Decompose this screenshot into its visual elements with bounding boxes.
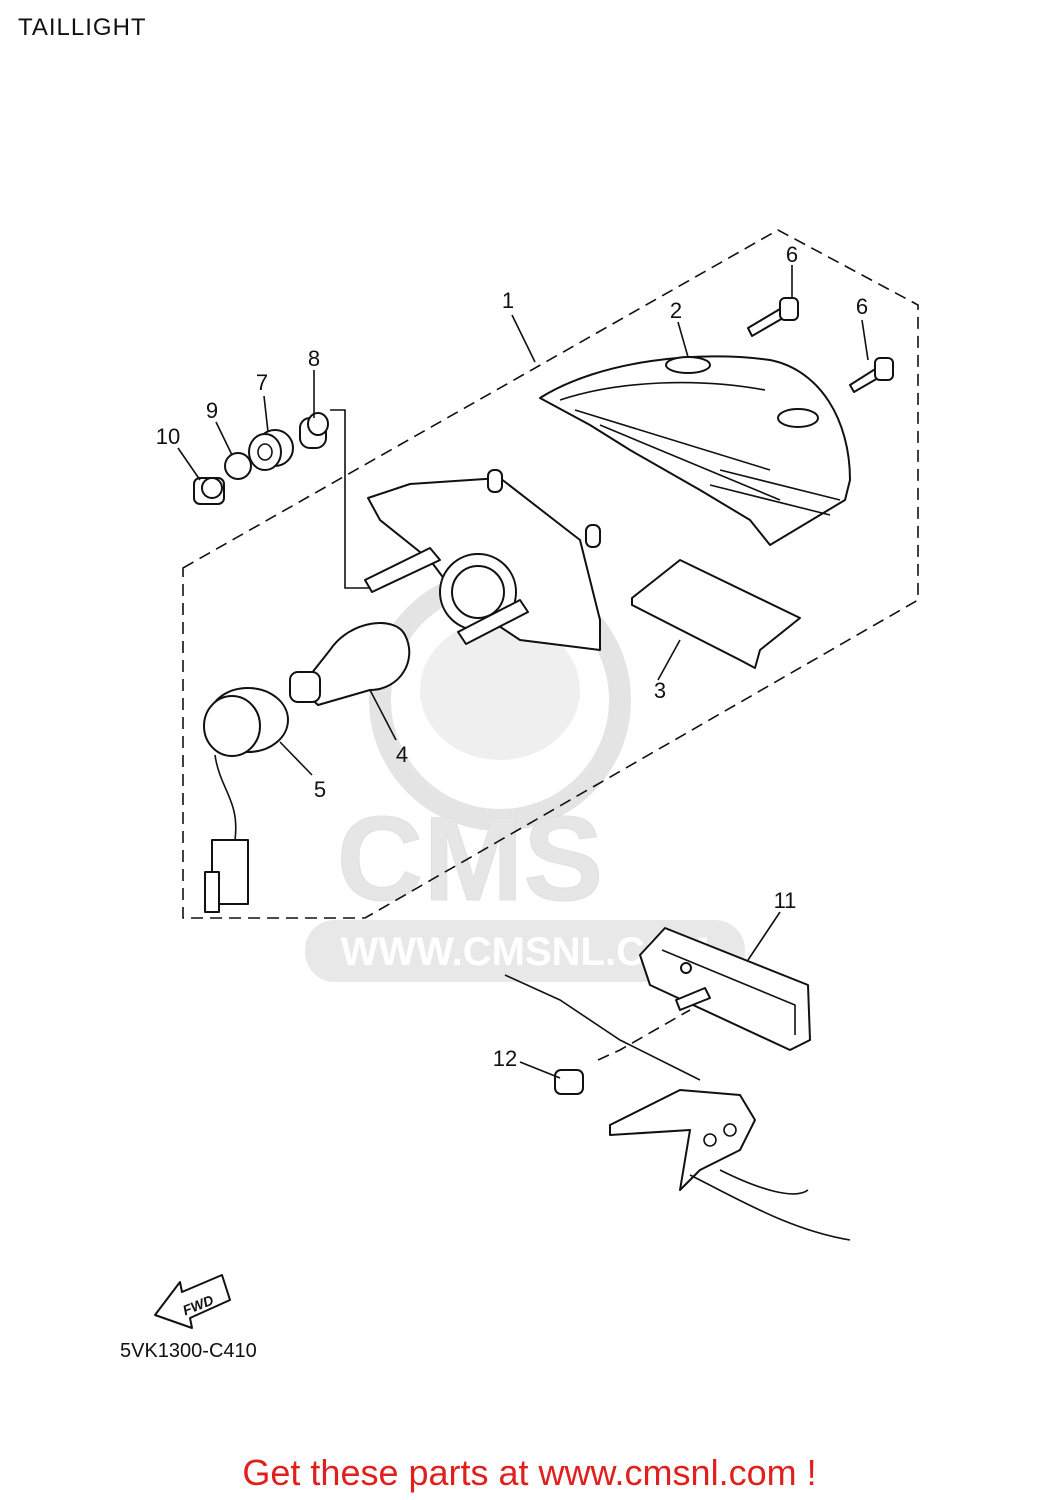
collar — [299, 412, 329, 449]
fwd-arrow-icon: FWD — [154, 1274, 231, 1329]
diagram-code: 5VK1300-C410 — [120, 1340, 257, 1362]
bulb — [289, 622, 411, 706]
callout-3: 3 — [654, 678, 666, 703]
license-nut — [554, 1069, 584, 1095]
grommet — [248, 429, 294, 471]
taillight-lens — [539, 355, 851, 546]
washer — [224, 452, 252, 480]
screw-right — [849, 357, 894, 393]
callout-8: 8 — [308, 346, 320, 371]
callout-1: 1 — [502, 288, 514, 313]
stud-guide-line — [330, 409, 372, 589]
callout-6b: 6 — [856, 294, 868, 319]
fender-bracket — [504, 974, 851, 1241]
promo-link[interactable]: Get these parts at www.cmsnl.com ! — [242, 1452, 817, 1493]
callout-4: 4 — [396, 742, 408, 767]
cms-watermark: CMS WWW.CMSNL.COM — [305, 569, 745, 982]
callout-7: 7 — [256, 370, 268, 395]
nut — [193, 477, 225, 505]
callout-5: 5 — [314, 777, 326, 802]
taillight-base — [364, 469, 601, 651]
callout-12: 12 — [493, 1046, 517, 1071]
watermark-brand: CMS — [337, 792, 604, 926]
callout-9: 9 — [206, 398, 218, 423]
socket — [203, 687, 289, 913]
callout-11: 11 — [774, 888, 797, 913]
license-reflector — [631, 559, 801, 669]
callout-2: 2 — [670, 298, 682, 323]
page-title: TAILLIGHT — [18, 14, 147, 41]
license-light — [639, 927, 811, 1051]
callout-10: 10 — [156, 424, 180, 449]
assembly-outline — [182, 229, 919, 919]
callout-6a: 6 — [786, 242, 798, 267]
screw-upper — [747, 297, 799, 337]
